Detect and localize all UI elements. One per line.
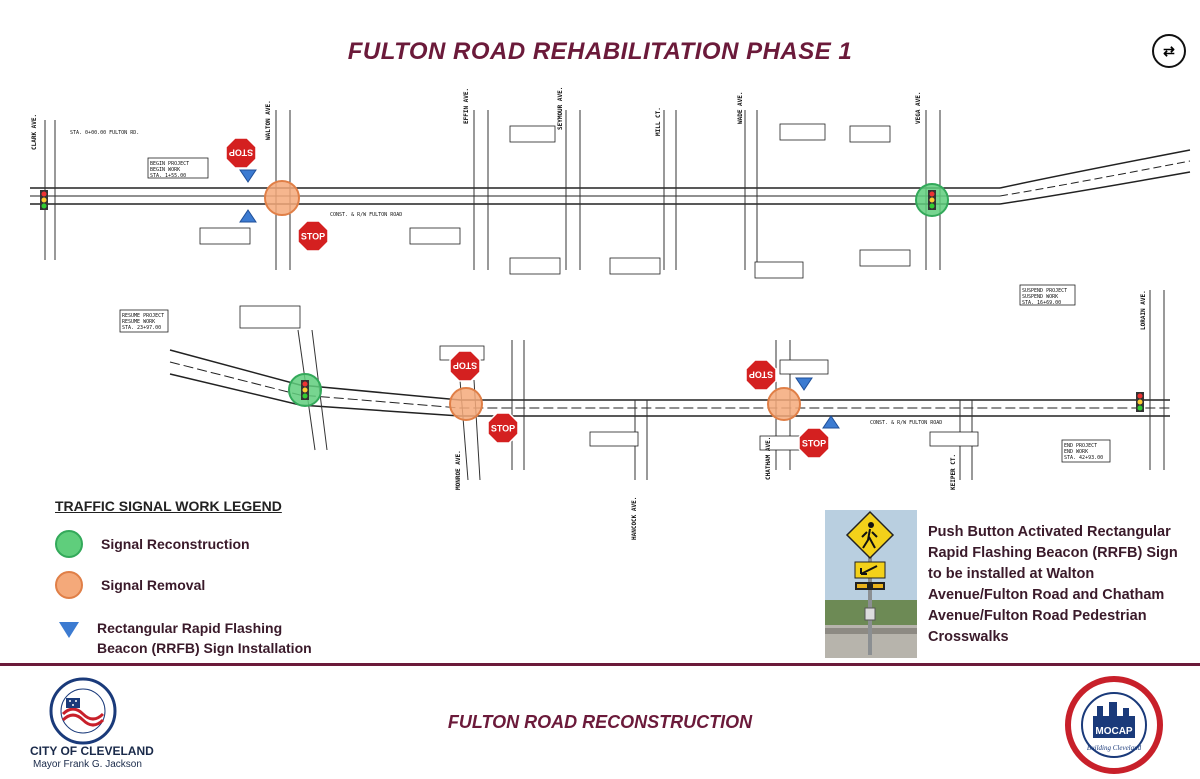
note-const-rw-2: CONST. & R/W FULTON ROAD — [870, 420, 942, 426]
blue-triangle-icon — [59, 622, 79, 638]
note-end-sta: STA. 42+93.00 — [1064, 455, 1103, 461]
mocap-label: MOCAP — [1095, 726, 1133, 737]
plan-callouts — [119, 123, 1111, 463]
street-chatham: CHATHAM AVE. — [765, 437, 772, 480]
legend-label: Signal Removal — [101, 577, 206, 593]
signal-removal-marker — [767, 387, 801, 421]
note-resume: RESUME PROJECT — [122, 313, 164, 319]
legend-item-reconstruction: Signal Reconstruction — [55, 530, 250, 558]
footer-divider — [0, 663, 1200, 666]
bottom-road-alignment — [169, 349, 1170, 417]
note-const-rw: CONST. & R/W FULTON ROAD — [330, 212, 402, 218]
note-end-work: END WORK — [1064, 449, 1088, 455]
street-seymour: SEYMOUR AVE. — [557, 87, 564, 130]
note-begin-project: BEGIN PROJECT — [150, 161, 189, 167]
signal-removal-marker — [449, 387, 483, 421]
svg-text:STOP: STOP — [453, 361, 477, 371]
legend-label: Rectangular Rapid Flashing Beacon (RRFB)… — [97, 620, 312, 656]
street-hancock: HANCOCK AVE. — [631, 497, 638, 540]
street-monroe: MONROE AVE. — [455, 450, 462, 490]
note-resume-work: RESUME WORK — [122, 319, 155, 325]
street-keiper: KEIPER CT. — [950, 454, 957, 490]
footer-title: FULTON ROAD RECONSTRUCTION — [447, 712, 753, 732]
note-suspend-work: SUSPEND WORK — [1022, 294, 1058, 300]
street-clark: CLARK AVE. — [31, 114, 38, 150]
legend-item-rrfb: Rectangular Rapid Flashing Beacon (RRFB)… — [55, 618, 312, 658]
stop-sign-icon: STOP — [297, 220, 329, 252]
top-road-alignment — [30, 149, 1191, 205]
legend-label: Signal Reconstruction — [101, 536, 250, 552]
note-begin-work: BEGIN WORK — [150, 167, 180, 173]
street-vega: VEGA AVE. — [915, 91, 922, 124]
rrfb-sign-photo — [825, 510, 917, 658]
note-sta-start: STA. 0+00.00 FULTON RD. — [70, 130, 139, 136]
rrfb-marker-icon — [239, 169, 257, 183]
rrfb-marker-icon — [822, 415, 840, 429]
svg-text:STOP: STOP — [749, 370, 773, 380]
bottom-cross-streets — [297, 290, 1165, 481]
note-suspend: SUSPEND PROJECT — [1022, 288, 1067, 294]
svg-text:STOP: STOP — [229, 148, 253, 158]
note-end-project: END PROJECT — [1064, 443, 1097, 449]
note-suspend-sta: STA. 16+69.00 — [1022, 300, 1061, 306]
street-effin: EFFIN AVE. — [463, 88, 470, 124]
signal-reconstruction-marker — [915, 183, 949, 217]
page-title: FULTON ROAD REHABILITATION PHASE 1 — [347, 38, 853, 65]
signal-removal-marker — [264, 180, 300, 216]
orange-circle-icon — [55, 571, 83, 599]
svg-text:STOP: STOP — [301, 232, 325, 242]
svg-text:STOP: STOP — [802, 439, 826, 449]
city-name: CITY OF CLEVELAND — [30, 744, 154, 758]
city-of-cleveland-logo — [48, 676, 118, 746]
road-plan-drawing: BEGIN PROJECT BEGIN WORK STA. 1+55.00 SU… — [30, 87, 1191, 540]
street-mill: MILL CT. — [655, 107, 662, 136]
legend-title: TRAFFIC SIGNAL WORK LEGEND — [55, 498, 282, 514]
street-lorain: LORAIN AVE. — [1140, 290, 1147, 330]
rrfb-marker-icon — [795, 377, 813, 391]
note-begin-sta: STA. 1+55.00 — [150, 173, 186, 179]
mocap-tagline: Building Cleveland — [1087, 744, 1142, 752]
mayor-name: Mayor Frank G. Jackson — [33, 759, 142, 770]
mocap-logo: MOCAP Building Cleveland — [1065, 676, 1163, 774]
legend-item-removal: Signal Removal — [55, 571, 205, 599]
stop-sign-icon: STOP — [225, 137, 257, 169]
rrfb-marker-icon — [239, 209, 257, 223]
stop-sign-icon: STOP — [798, 427, 830, 459]
green-circle-icon — [55, 530, 83, 558]
signal-reconstruction-marker — [288, 373, 322, 407]
rrfb-note: Push Button Activated Rectangular Rapid … — [928, 524, 1178, 645]
traffic-light-icon — [40, 190, 48, 210]
street-walton: WALTON AVE. — [265, 100, 272, 140]
stop-sign-icon: STOP — [487, 412, 519, 444]
north-arrow-icon: ⇄ — [1152, 34, 1186, 68]
traffic-light-icon — [1136, 392, 1144, 412]
stop-sign-icon: STOP — [745, 359, 777, 391]
svg-text:STOP: STOP — [491, 424, 515, 434]
street-wade: WADE AVE. — [737, 91, 744, 124]
note-resume-sta: STA. 23+97.00 — [122, 325, 161, 331]
stop-sign-icon: STOP — [449, 350, 481, 382]
